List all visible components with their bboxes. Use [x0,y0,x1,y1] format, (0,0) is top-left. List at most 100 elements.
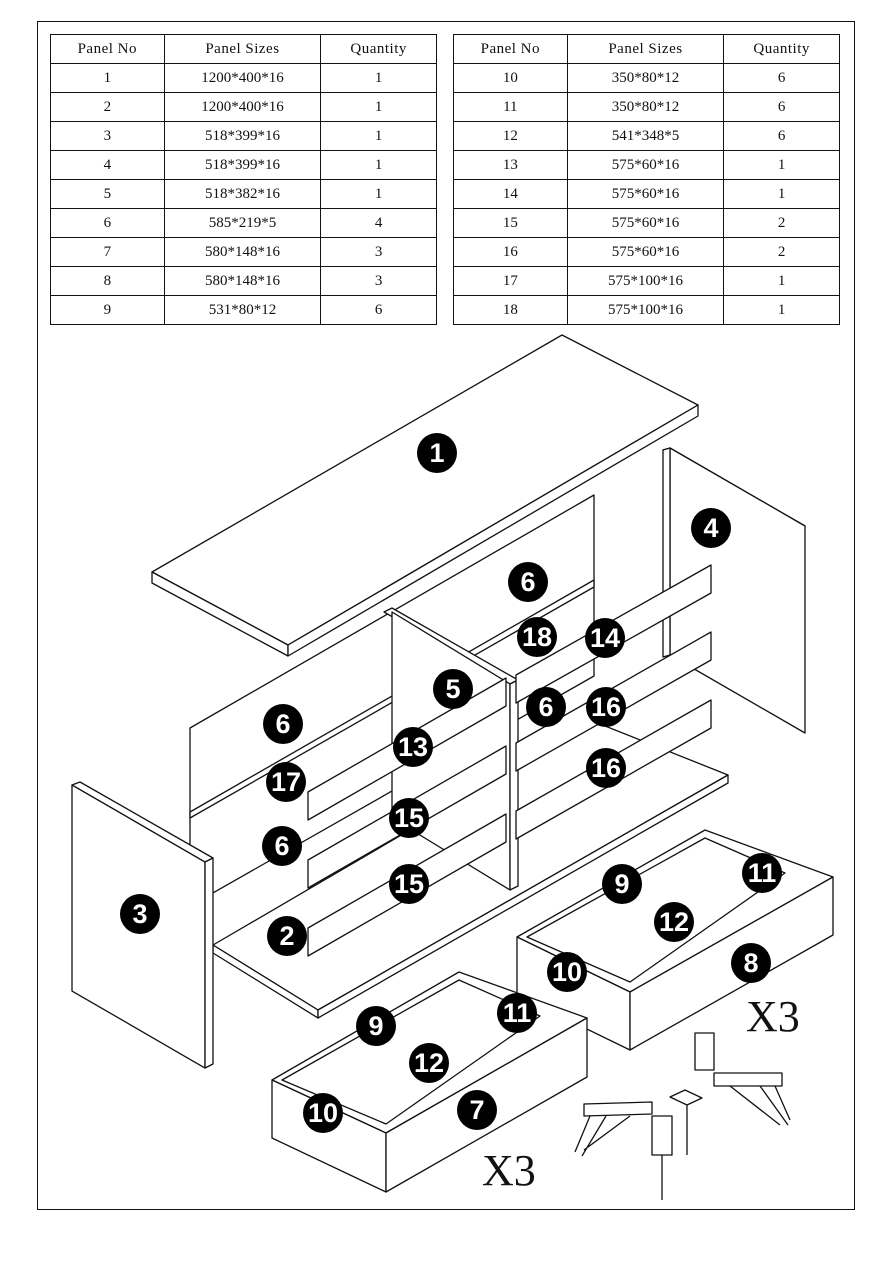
callout-circle [267,916,307,956]
callout-number: 8 [743,948,758,978]
callout-number: 9 [368,1011,383,1041]
callout-circle [389,864,429,904]
callout-circle [433,669,473,709]
panel-size-cell: 575*60*16 [566,237,725,267]
callout-circle [654,902,694,942]
panel-size-cell: 575*60*16 [566,208,725,238]
callout-number: 11 [503,998,532,1028]
panel-no-cell: 9 [50,295,165,325]
quantity-cell: 1 [320,63,437,93]
callout-number: 2 [279,921,294,951]
part-callout: 12 [654,902,694,942]
part-callout: 15 [389,864,429,904]
callout-circle [417,433,457,473]
callout-circle [120,894,160,934]
callout-number: 10 [308,1098,338,1128]
callout-circle [457,1090,497,1130]
part-callout: 2 [267,916,307,956]
panel-size-cell: 575*60*16 [566,150,725,180]
panel-no-cell: 14 [453,179,568,209]
part-callout: 4 [691,508,731,548]
quantity-cell: 1 [723,295,840,325]
callout-circle [691,508,731,548]
part-callout: 17 [266,762,306,802]
callout-number: 7 [469,1095,484,1125]
callout-circle [517,617,557,657]
panel-no-cell: 18 [453,295,568,325]
part-callout: 13 [393,727,433,767]
callout-number: 9 [614,869,629,899]
part-callout: 15 [389,798,429,838]
header-panel-sizes: Panel Sizes [163,34,322,64]
quantity-cell: 3 [320,266,437,296]
part-callout: 16 [586,687,626,727]
callout-number: 3 [132,899,147,929]
quantity-cell: 6 [320,295,437,325]
part-callout: 6 [508,562,548,602]
table-header-row: Panel No Panel Sizes Quantity [50,34,437,64]
panel-no-cell: 11 [453,92,568,122]
panel-size-cell: 518*382*16 [163,179,322,209]
panel-size-cell: 575*100*16 [566,266,725,296]
quantity-cell: 1 [723,179,840,209]
callout-number: 17 [271,767,301,797]
callout-number: 18 [522,622,552,652]
panel-size-cell: 585*219*5 [163,208,322,238]
hairpin-legs [574,1032,791,1200]
callout-number: 6 [274,831,289,861]
callout-circle [742,853,782,893]
part-callout: 9 [602,864,642,904]
part-callout: 7 [457,1090,497,1130]
callout-number: 16 [591,753,621,783]
panel-no-cell: 12 [453,121,568,151]
quantity-cell: 2 [723,237,840,267]
callout-number: 5 [445,674,460,704]
part-callout: 9 [356,1006,396,1046]
part-callout: 11 [742,853,782,893]
callout-number: 16 [591,692,621,722]
panel-no-cell: 6 [50,208,165,238]
callout-circle [263,704,303,744]
callout-circle [389,798,429,838]
part-callout: 12 [409,1043,449,1083]
callout-number: 1 [429,438,444,468]
part-callout: 6 [263,704,303,744]
panel-no-cell: 2 [50,92,165,122]
panel-no-cell: 8 [50,266,165,296]
quantity-cell: 1 [320,121,437,151]
callout-circle [393,727,433,767]
quantity-cell: 4 [320,208,437,238]
drawer-quantity-label-upper: X3 [746,992,800,1041]
panel-no-cell: 17 [453,266,568,296]
panel-no-cell: 5 [50,179,165,209]
part-callout: 10 [303,1093,343,1133]
quantity-cell: 1 [320,92,437,122]
callout-circle [586,748,626,788]
table-header-row: Panel No Panel Sizes Quantity [453,34,840,64]
page-border [37,21,855,1210]
callout-number: 6 [275,709,290,739]
callout-circle [262,826,302,866]
part-callout: 6 [262,826,302,866]
callout-circle [526,687,566,727]
callout-number: 10 [552,957,582,987]
callout-circle [356,1006,396,1046]
callout-number: 6 [520,567,535,597]
callout-number: 13 [398,732,428,762]
callout-number: 14 [590,623,620,653]
